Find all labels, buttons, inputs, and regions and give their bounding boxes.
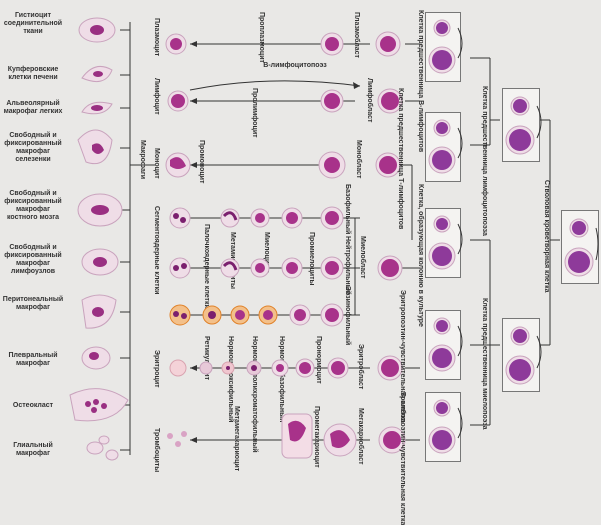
progenitor-cell-images: [428, 19, 599, 454]
intermediate-cell-images: [199, 32, 357, 459]
macrophage-label-8: Остеокласт: [12, 402, 54, 409]
macrophage-label-6: Перитонеальный макрофаг: [2, 296, 64, 311]
label-b-lymphopoiesis: В-лимфоцитопоэз: [263, 62, 327, 69]
mature-cell-images: [165, 33, 191, 447]
macrophage-label-7: Плевральный макрофаг: [8, 352, 58, 367]
blast-cell-images: [375, 31, 406, 454]
macrophage-label-2: Альвеолярный макрофаг легких: [3, 100, 63, 115]
macrophage-label-1: Купферовские клетки печени: [7, 66, 59, 81]
macrophage-label-3: Свободный и фиксированный макрофаг селез…: [4, 132, 62, 163]
macrophage-label-5: Свободный и фиксированный макрофаг лимфо…: [4, 244, 62, 275]
macrophage-label-9: Глиальный макрофаг: [13, 442, 53, 457]
macrophage-label-0: Гистиоцит соединительной ткани: [3, 12, 63, 35]
macrophage-images: [69, 17, 129, 461]
macrophage-label-4: Свободный и фиксированный макрофаг костн…: [4, 190, 62, 221]
